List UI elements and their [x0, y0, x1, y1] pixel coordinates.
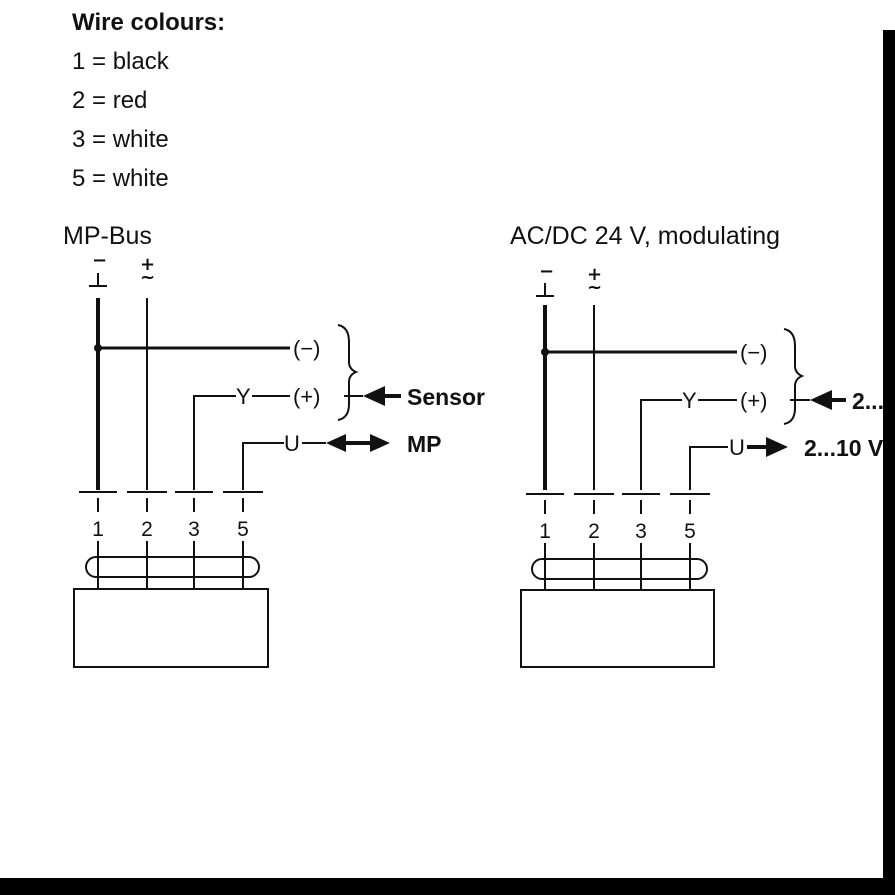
- pin-label-5: 5: [684, 520, 696, 543]
- brace-icon: [783, 328, 805, 425]
- cable-bundle-icon: [85, 541, 260, 590]
- y-label: Y: [682, 388, 697, 413]
- sensor-input-arrow-icon: [363, 386, 401, 406]
- signal-minus: (−): [740, 340, 768, 365]
- u-label: U: [284, 431, 300, 456]
- bottom-edge-band: [0, 878, 895, 895]
- tilde-symbol: ~: [140, 267, 155, 288]
- u-label: U: [729, 435, 745, 460]
- cable-bundle-icon: [531, 543, 708, 591]
- right-edge-band: [883, 30, 895, 895]
- diagram-title: AC/DC 24 V, modulating: [510, 222, 780, 250]
- plus-symbol: +: [140, 254, 155, 275]
- wire-3: [193, 395, 236, 490]
- junction-dot: [541, 348, 549, 356]
- ground-icon: [89, 273, 107, 287]
- mp-label: MP: [407, 431, 442, 457]
- connector-separators: [79, 491, 263, 512]
- pin-label-1: 1: [539, 520, 551, 543]
- ground-icon: [536, 283, 554, 297]
- input-arrow-icon: [810, 390, 846, 410]
- legend-item-5: 5 = white: [72, 165, 169, 192]
- pin-label-3: 3: [635, 520, 647, 543]
- bidirectional-arrow-icon: [302, 434, 390, 452]
- y-label: Y: [236, 384, 251, 409]
- wire-5: [689, 446, 728, 490]
- minus-symbol: −: [539, 261, 554, 282]
- pin-label-3: 3: [188, 518, 200, 541]
- diagram-mp-bus: MP-Bus − + ~ Y U (−) (+): [63, 222, 485, 668]
- output-arrow-icon: [747, 437, 788, 457]
- minus-symbol: −: [92, 250, 107, 271]
- pin-label-5: 5: [237, 518, 249, 541]
- u-target-label: 2...10 V: [804, 435, 884, 461]
- connector-separators: [526, 493, 710, 514]
- legend-item-1: 1 = black: [72, 48, 170, 75]
- junction-dot: [94, 344, 102, 352]
- actuator-box: [73, 588, 269, 668]
- plus-symbol: +: [587, 264, 602, 285]
- diagram-title: MP-Bus: [63, 222, 152, 250]
- tilde-symbol: ~: [587, 277, 602, 298]
- signal-plus: (+): [293, 384, 321, 409]
- actuator-box: [520, 589, 715, 668]
- diagram-acdc-modulating: AC/DC 24 V, modulating − + ~ Y U (−) (+): [510, 222, 895, 668]
- wire-colour-legend: Wire colours: 1 = black 2 = red 3 = whit…: [72, 9, 225, 192]
- sensor-label: Sensor: [407, 384, 485, 410]
- signal-plus: (+): [740, 388, 768, 413]
- legend-title: Wire colours:: [72, 9, 225, 36]
- brace-icon: [337, 324, 359, 421]
- legend-item-2: 2 = red: [72, 87, 147, 114]
- pin-label-2: 2: [588, 520, 600, 543]
- wire-5: [242, 442, 284, 490]
- signal-minus: (−): [293, 336, 321, 361]
- pin-label-2: 2: [141, 518, 153, 541]
- pin-label-1: 1: [92, 518, 104, 541]
- wire-3: [640, 399, 682, 490]
- legend-item-3: 3 = white: [72, 126, 169, 153]
